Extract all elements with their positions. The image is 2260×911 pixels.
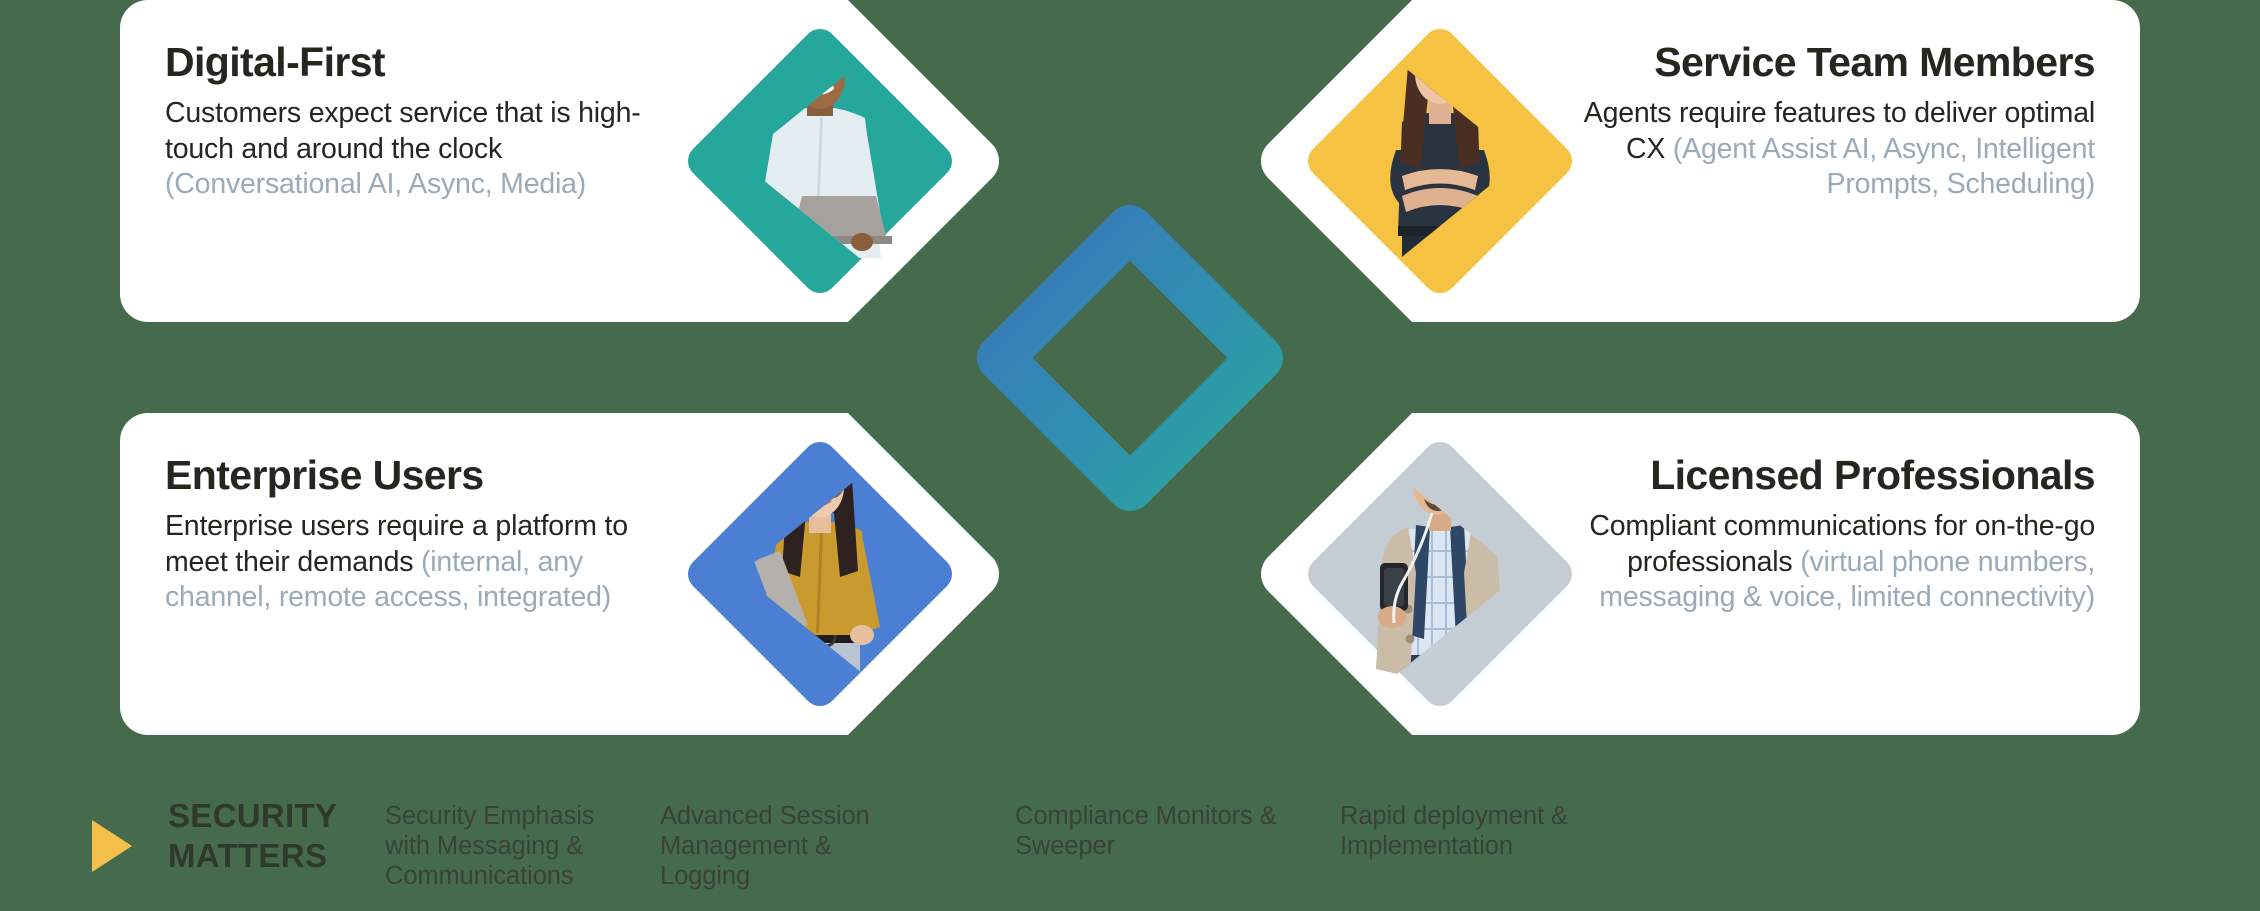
security-heading-line2: MATTERS <box>168 837 328 875</box>
card-title: Service Team Members <box>1654 39 2095 85</box>
card-body: Compliant communications for on-the-go p… <box>1575 509 2095 615</box>
card-shape-digital-first <box>120 0 999 322</box>
card-body-main: Enterprise users require a platform to m… <box>165 510 628 578</box>
card-body-main: Customers expect service that is high-to… <box>165 97 641 165</box>
security-feature-item: Advanced Session Management & Logging <box>660 802 870 891</box>
card-shape-service-team <box>1261 0 2140 322</box>
card-licensed-professionals[interactable]: Licensed Professionals Compliant communi… <box>1140 413 2140 735</box>
card-body-muted: (virtual phone numbers, messaging & voic… <box>1599 545 2095 613</box>
card-title: Enterprise Users <box>165 452 484 498</box>
card-text-service-team: Service Team Members Agents require feat… <box>1575 39 2096 202</box>
card-body: Agents require features to deliver optim… <box>1575 96 2095 202</box>
card-body: Enterprise users require a platform to m… <box>165 509 685 615</box>
card-service-team-members[interactable]: Service Team Members Agents require feat… <box>1140 0 2140 322</box>
security-matters-bar: SECURITY MATTERS Security Emphasis with … <box>0 760 2260 911</box>
card-body-main: Agents require features to deliver optim… <box>1583 97 2095 165</box>
card-body-muted: (Conversational AI, Async, Media) <box>165 167 587 200</box>
card-shape-licensed-pros <box>1261 413 2140 735</box>
card-shape-enterprise-users <box>120 413 999 735</box>
card-body-muted: (Agent Assist AI, Async, Intelligent Pro… <box>1672 132 2095 200</box>
security-matters-heading: SECURITY MATTERS <box>168 796 378 877</box>
play-triangle-icon <box>92 820 132 872</box>
card-body-main: Compliant communications for on-the-go p… <box>1589 510 2095 578</box>
card-text-enterprise-users: Enterprise Users Enterprise users requir… <box>165 453 685 615</box>
card-enterprise-users[interactable]: Enterprise Users Enterprise users requir… <box>120 413 1120 735</box>
security-heading-line1: SECURITY <box>168 797 338 834</box>
card-text-licensed-pros: Licensed Professionals Compliant communi… <box>1575 453 2095 615</box>
security-feature-item: Security Emphasis with Messaging & Commu… <box>385 802 595 891</box>
security-feature-item: Compliance Monitors & Sweeper <box>1015 802 1277 861</box>
card-title: Digital-First <box>165 39 386 85</box>
card-digital-first[interactable]: Digital-First Customers expect service t… <box>120 0 1120 322</box>
card-text-digital-first: Digital-First Customers expect service t… <box>165 40 685 202</box>
card-body: Customers expect service that is high-to… <box>165 96 685 202</box>
card-body-muted: (internal, any channel, remote access, i… <box>165 545 612 613</box>
security-feature-item: Rapid deployment & Implementation <box>1340 802 1568 861</box>
card-title: Licensed Professionals <box>1650 452 2095 498</box>
